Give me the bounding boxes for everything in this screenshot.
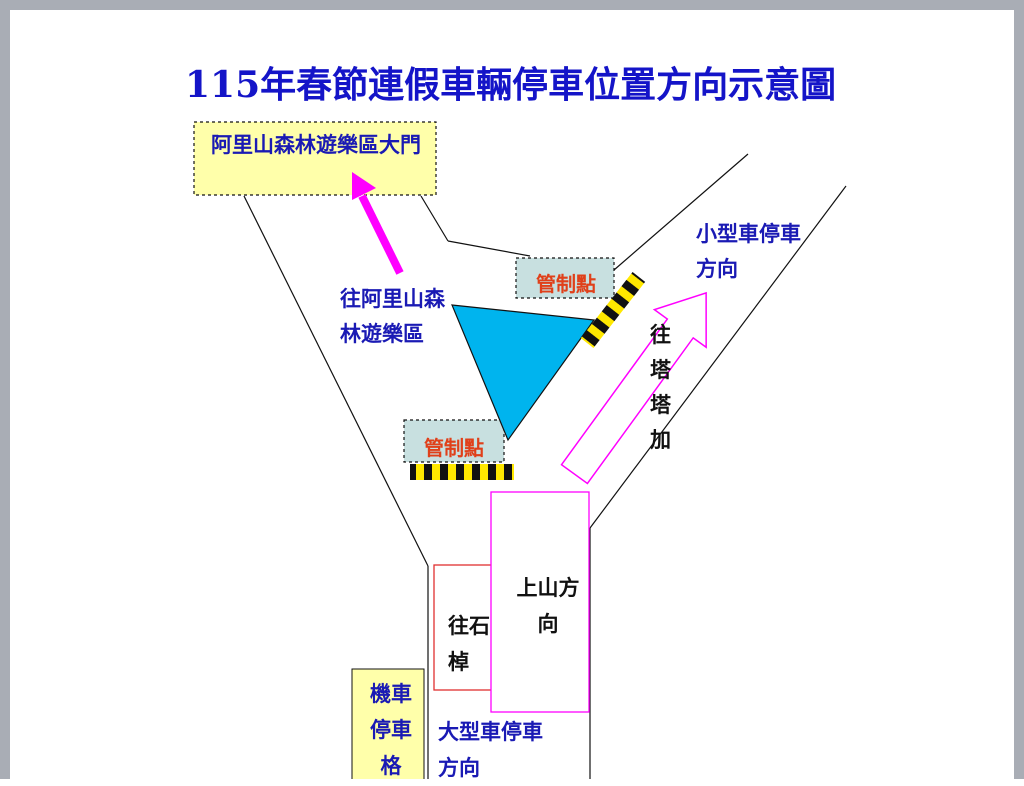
page-title: 115年春節連假車輛停車位置方向示意圖 [185, 64, 837, 106]
barrier-right [580, 271, 646, 349]
window-top-bar [0, 0, 1024, 10]
control-point-box-1 [515, 257, 615, 299]
entrance-label: 阿里山森林遊樂區大門 [211, 133, 421, 157]
toward-tataka-label: 往塔塔加 [650, 323, 671, 452]
large-car-direction-label: 大型車停車方向 [438, 720, 543, 780]
road-edge-upper-left [420, 195, 449, 242]
road-edge-upper-mid [447, 240, 531, 257]
uphill-box [490, 491, 590, 713]
small-car-direction-label: 小型車停車方向 [696, 222, 801, 281]
barrier-bottom [410, 464, 514, 480]
control-point-label-1: 管制點 [536, 272, 596, 296]
alishan-arrow-head [352, 172, 376, 200]
small-car-hollow-arrow [560, 291, 707, 485]
window-left-bar [0, 0, 10, 779]
road-edge-right-upper [613, 153, 749, 271]
control-point-box-2 [403, 419, 505, 463]
motorcycle-parking-label: 機車停車格 [370, 682, 412, 778]
toward-alishan-label: 往阿里山森林遊樂區 [340, 287, 445, 346]
uphill-direction-label: 上山方向 [516, 576, 580, 636]
window-right-bar [1014, 0, 1024, 779]
entrance-box [193, 121, 437, 196]
alishan-arrow-shaft [358, 194, 404, 275]
control-point-label-2: 管制點 [424, 436, 484, 460]
road-edge-left [243, 195, 429, 567]
motorcycle-box [351, 668, 425, 779]
toward-shizhuo-label: 往石棹 [448, 614, 490, 674]
road-edge-right-outer [589, 185, 847, 529]
traffic-island-triangle [451, 304, 596, 442]
